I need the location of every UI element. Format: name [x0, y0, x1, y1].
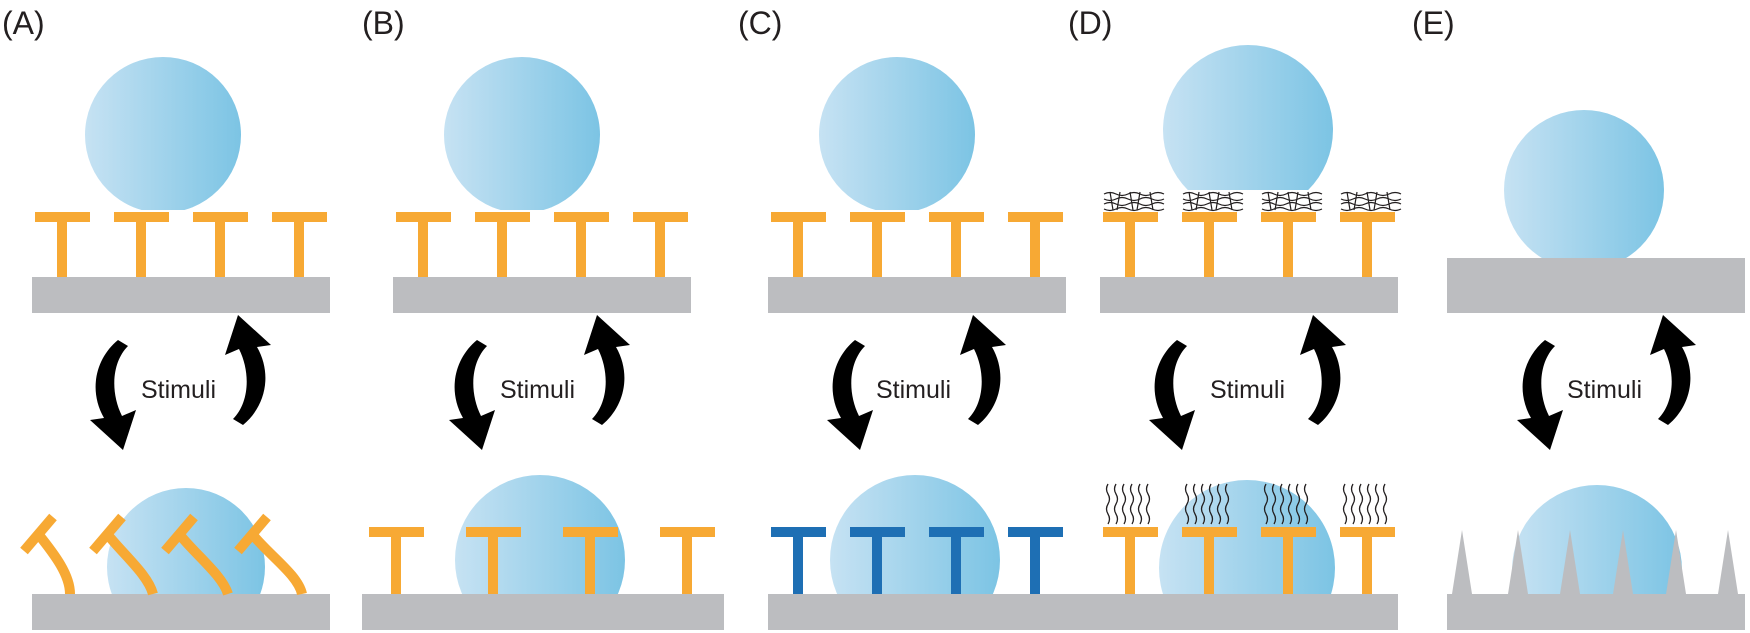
- curved-down-arrow-icon: [827, 340, 873, 450]
- pillars-top-b: [396, 212, 688, 277]
- pillars-top-c: [771, 212, 1063, 277]
- panel-label-e: (E): [1412, 5, 1455, 41]
- panel-label-d: (D): [1068, 5, 1112, 41]
- stimuli-label-d: Stimuli: [1210, 376, 1285, 404]
- curved-down-arrow-icon: [449, 340, 495, 450]
- droplet-top-d: [1163, 45, 1333, 190]
- substrate-bottom-a: [32, 594, 330, 630]
- pillars-bottom-d: [1103, 527, 1395, 594]
- pillars-top-d: [1103, 212, 1395, 277]
- substrate-bottom-e: [1447, 594, 1745, 630]
- substrate-bottom-c: [768, 594, 1130, 630]
- collapsed-brush-tips-d: [1103, 191, 1402, 212]
- bent-pillars-bottom-a: [20, 513, 307, 596]
- pillars-bottom-b: [369, 527, 715, 594]
- panel-d: (D) Stimuli: [1068, 5, 1402, 630]
- pillars-bottom-c: [771, 527, 1063, 594]
- curved-up-arrow-icon: [1650, 315, 1696, 425]
- panel-b: (B) Stimuli: [362, 5, 724, 630]
- panel-a: (A) Stimuli: [2, 5, 330, 630]
- extended-brush-chains-d: [1105, 483, 1388, 525]
- stimuli-label-e: Stimuli: [1567, 376, 1642, 404]
- curved-up-arrow-icon: [584, 315, 630, 425]
- substrate-top-b: [393, 277, 691, 313]
- panel-c: (C) Stimuli: [738, 5, 1130, 630]
- substrate-top-a: [32, 277, 330, 313]
- curved-down-arrow-icon: [90, 340, 136, 450]
- substrate-top-c: [768, 277, 1066, 313]
- substrate-bottom-b: [362, 594, 724, 630]
- droplet-top-e: [1504, 110, 1664, 258]
- stimuli-label-c: Stimuli: [876, 376, 951, 404]
- curved-down-arrow-icon: [1517, 340, 1563, 450]
- curved-up-arrow-icon: [960, 315, 1006, 425]
- panel-label-a: (A): [2, 5, 45, 41]
- stimuli-label-b: Stimuli: [500, 376, 575, 404]
- curved-up-arrow-icon: [225, 315, 271, 425]
- droplet-top-c: [819, 57, 975, 210]
- panel-label-b: (B): [362, 5, 405, 41]
- droplet-bottom-e: [1512, 485, 1682, 595]
- stimuli-label-a: Stimuli: [141, 376, 216, 404]
- curved-down-arrow-icon: [1149, 340, 1195, 450]
- substrate-bottom-d: [1100, 594, 1398, 630]
- substrate-top-d: [1100, 277, 1398, 313]
- droplet-top-b: [444, 57, 600, 210]
- substrate-top-e: [1447, 258, 1745, 313]
- curved-up-arrow-icon: [1300, 315, 1346, 425]
- pillars-top-a: [35, 212, 327, 277]
- panel-label-c: (C): [738, 5, 782, 41]
- droplet-top-a: [85, 57, 241, 210]
- spikes-bottom-e: [1452, 530, 1738, 594]
- panel-e: (E) Stimuli: [1412, 5, 1745, 630]
